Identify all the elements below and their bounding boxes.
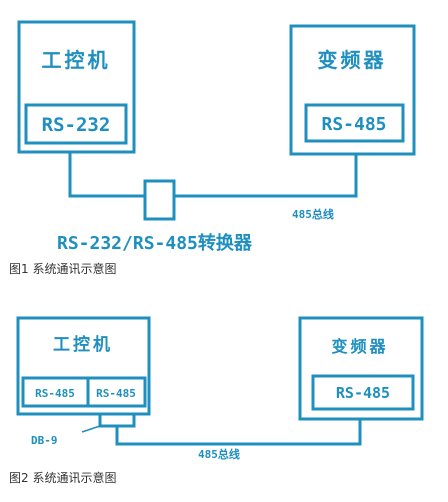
fig2-485-bus-line xyxy=(115,419,362,446)
fig2-computer-port-right-box xyxy=(86,376,147,408)
fig1-rs232-line xyxy=(68,152,145,198)
fig2-connector-label: DB-9 xyxy=(31,434,58,447)
fig2-inverter-port-label: RS-485 xyxy=(336,384,390,402)
fig2-inverter-port-box xyxy=(311,374,415,411)
fig2-caption: 图2 系统通讯示意图 xyxy=(9,471,117,485)
fig2-inverter-box xyxy=(298,316,424,421)
fig2-bus-label: 485总线 xyxy=(198,447,240,461)
fig2-computer-box xyxy=(16,316,151,416)
fig2-inverter-label: 变频器 xyxy=(331,337,388,356)
fig2-db9-leader-line xyxy=(81,425,101,433)
fig2-computer-port-left-label: RS-485 xyxy=(35,387,75,400)
fig2-computer-port-right-label: RS-485 xyxy=(96,387,136,400)
fig1-485-bus-line xyxy=(174,154,358,198)
fig1-bus-label: 485总线 xyxy=(292,207,334,221)
fig1-inverter-port-box xyxy=(304,103,405,143)
fig2-computer-label: 工控机 xyxy=(53,334,113,355)
fig2-db9-connector xyxy=(98,412,136,428)
fig1-inverter-box xyxy=(289,24,416,156)
fig1-computer-port-box xyxy=(24,103,128,145)
fig1-computer-label: 工控机 xyxy=(42,48,111,72)
fig1-inverter-label: 变频器 xyxy=(318,48,387,72)
fig1-inverter-port-label: RS-485 xyxy=(321,114,386,135)
fig1-computer-port-label: RS-232 xyxy=(42,114,111,136)
fig1-converter-box xyxy=(143,179,176,221)
fig1-computer-box xyxy=(17,20,136,154)
fig1-converter-label: RS-232/RS-485转换器 xyxy=(57,232,253,254)
fig1-caption: 图1 系统通讯示意图 xyxy=(9,262,117,276)
